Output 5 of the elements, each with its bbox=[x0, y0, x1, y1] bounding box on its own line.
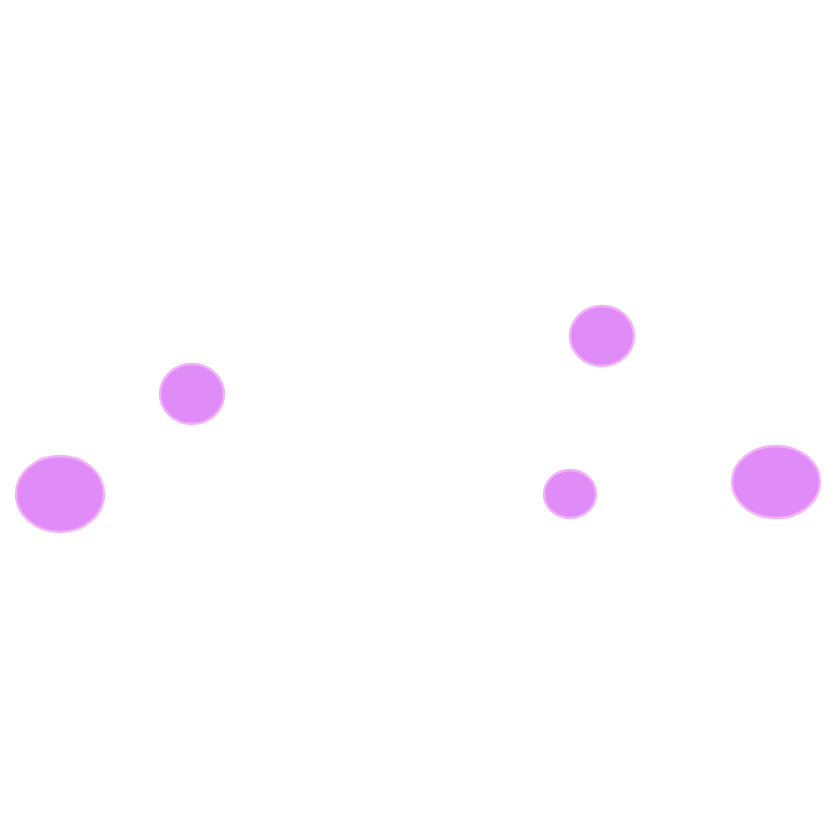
blob bbox=[542, 468, 598, 520]
blob bbox=[158, 362, 226, 426]
blob bbox=[730, 444, 822, 520]
blob bbox=[14, 454, 106, 534]
blob bbox=[568, 304, 636, 368]
